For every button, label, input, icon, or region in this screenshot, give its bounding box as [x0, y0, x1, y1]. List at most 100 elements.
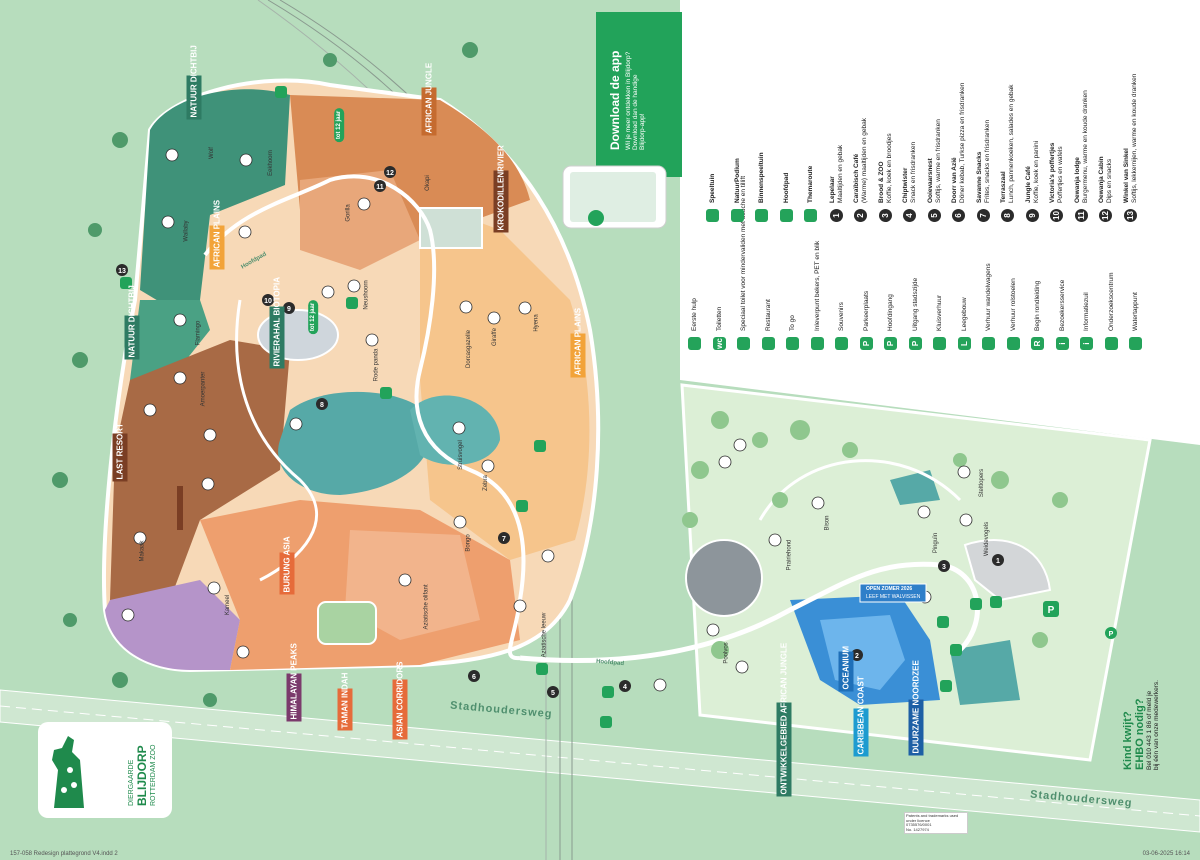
footer-file: 157-058 Redesign plattegrond V4.indd 2: [10, 851, 118, 857]
animal-label: Rode panda: [373, 348, 380, 382]
number-10-icon: 10: [1050, 209, 1063, 222]
road-stadhoudersweg: [0, 689, 1200, 833]
legend-desc: Dips en snacks: [1105, 158, 1113, 203]
play-icon: [706, 209, 719, 222]
animal-label: Struisvogel: [457, 440, 464, 470]
service-icons[interactable]: [120, 86, 1002, 728]
fork-icon: [761, 337, 775, 350]
animal-label: Pinguïn: [933, 532, 940, 554]
animal-label: Zebra: [482, 475, 489, 491]
legend-desc: Koffie, koek en panini: [1032, 140, 1039, 203]
zone-tag-rivierahal[interactable]: RIVIERAHAL BIOTOPIA: [269, 277, 285, 369]
legend-label: Kluisverhuur: [935, 294, 943, 331]
zone-tag-natuur-dichtbij-1[interactable]: NATUUR DICHTBIJ: [186, 45, 202, 120]
patent-line3: 0735576/0001: [906, 822, 932, 827]
path-icon: [779, 209, 793, 222]
svg-text:4: 4: [623, 684, 627, 691]
legend-label: Parkeerplaats: [862, 290, 870, 331]
zone-natuur-dichtbij[interactable]: [140, 89, 290, 305]
patent-line1: Patents and trademarks used: [906, 813, 959, 818]
dome-building[interactable]: [685, 539, 763, 617]
wc-icon: wc: [712, 337, 726, 350]
legend-desc: Burgermenu, warme en koude dranken: [1081, 90, 1088, 203]
cup-icon: [786, 337, 799, 350]
zone-tag-azie-huis[interactable]: [177, 486, 183, 530]
zone-tag-asian-corridors[interactable]: ASIAN CORRIDORS: [392, 661, 408, 740]
legend-desc: Frites, snacks en frisdranken: [983, 119, 990, 203]
animal-label: Makaak: [139, 540, 146, 562]
zone-natuur-dichtbij-2[interactable]: [130, 300, 210, 380]
zone-tag-oceanium[interactable]: OCEANIUM: [838, 646, 854, 692]
app-location-icon: [588, 210, 604, 226]
zone-african-jungle-inner[interactable]: [300, 170, 420, 270]
tap-icon: [1129, 337, 1142, 350]
zone-african-plains[interactable]: [420, 200, 590, 560]
legend-label: Verhuur rolstoelen: [1009, 278, 1017, 331]
app-promo-text3: Blijdorp-app!: [639, 113, 646, 151]
zone-tag-african-plains-2[interactable]: AFRICAN PLAINS: [570, 308, 586, 378]
animal-label: Giraffe: [491, 328, 498, 346]
legend-name: Themaroute: [806, 165, 814, 203]
number-12-icon: 12: [1099, 209, 1112, 222]
legend-desc: Lunch, pannenkoeken, salades en gebak: [1007, 84, 1015, 203]
legend-item: NatuurPodium: [730, 158, 744, 222]
animal-label: Amoerpanter: [200, 371, 207, 407]
animal-label: Aziatische olifant: [423, 584, 430, 630]
legend-label: Hoofdpad: [782, 173, 790, 203]
number-5-icon: 5: [927, 209, 941, 222]
taman-indah-greenhouse[interactable]: [317, 601, 377, 645]
app-promo-text1: Wil je meer ontdekken in Blijdorp?: [625, 51, 632, 150]
brand-line3: ROTTERDAM ZOO: [150, 744, 157, 806]
zone-tag-caribbean-coast[interactable]: CARIBBEAN COAST: [853, 676, 869, 757]
zone-tag-taman-indah[interactable]: TAMAN INDAH: [337, 673, 353, 731]
legend-label: Eerste hulp: [690, 298, 698, 331]
animal-label: Eekhoorn: [267, 150, 274, 176]
legend-desc: Softijs, warme en frisdranken: [934, 119, 941, 203]
zone-tag-african-jungle[interactable]: AFRICAN JUNGLE: [421, 63, 437, 136]
zone-tag-duurzame-noordzee[interactable]: DUURZAME NOORDZEE: [908, 660, 924, 756]
i-icon: i: [1080, 337, 1093, 350]
parking-icon-p[interactable]: [1105, 627, 1117, 639]
parking-icon-east[interactable]: [1043, 601, 1059, 617]
lake-central[interactable]: [278, 391, 432, 495]
app-banner[interactable]: [596, 12, 682, 177]
zone-tag-burung-asia[interactable]: BURUNG ASIA: [279, 536, 295, 595]
legend-item: Hoofdpad: [779, 173, 793, 222]
zone-tag-himalayan-peaks[interactable]: HIMALAYAN PEAKS: [286, 643, 302, 722]
svg-text:3: 3: [942, 564, 946, 571]
zone-tag-natuur-dichtbij-2[interactable]: NATUUR DICHTBIJ: [124, 285, 140, 360]
legend-label: To go: [788, 315, 796, 331]
age-badge-2: tot 12 jaar: [308, 299, 319, 335]
legend-desc: Döner kebab, Turkse pizza en frisdranken: [958, 82, 966, 203]
L-icon: L: [957, 337, 971, 350]
zone-tag-krokodillen[interactable]: KROKODILLENRIVIER: [493, 145, 509, 233]
app-promo[interactable]: Download de app Wil je meer ontdekken in…: [608, 51, 646, 150]
legend-name: Binnenspeeltuin: [757, 152, 765, 203]
zone-purple[interactable]: [105, 580, 240, 670]
svg-text:12: 12: [386, 170, 394, 177]
zone-tag-african-plains-1[interactable]: AFRICAN PLAINS: [209, 200, 225, 270]
zone-tag-last-resort[interactable]: LAST RESORT: [112, 423, 128, 482]
zone-last-resort[interactable]: [110, 340, 290, 600]
legend-name: Terraszaal: [1000, 171, 1007, 203]
zone-asian-elephant[interactable]: [345, 530, 480, 640]
legend-item: Restaurant: [761, 299, 775, 350]
animal-markers[interactable]: [121, 148, 973, 692]
brand-logo-box[interactable]: DIERGAARDE BLIJDORP ROTTERDAM ZOO: [38, 722, 172, 818]
zone-tag-ontwikkelgebied[interactable]: ONTWIKKELGEBIED AFRICAN JUNGLE: [776, 643, 792, 797]
legend-name: Jungle Café: [1024, 166, 1032, 203]
legend-label: Inleverpunt bekers, PET en blik: [813, 240, 821, 331]
restaurant-markers[interactable]: 5 6 7 8 9 10 11 12 13 4 3 2 1: [116, 166, 1004, 698]
